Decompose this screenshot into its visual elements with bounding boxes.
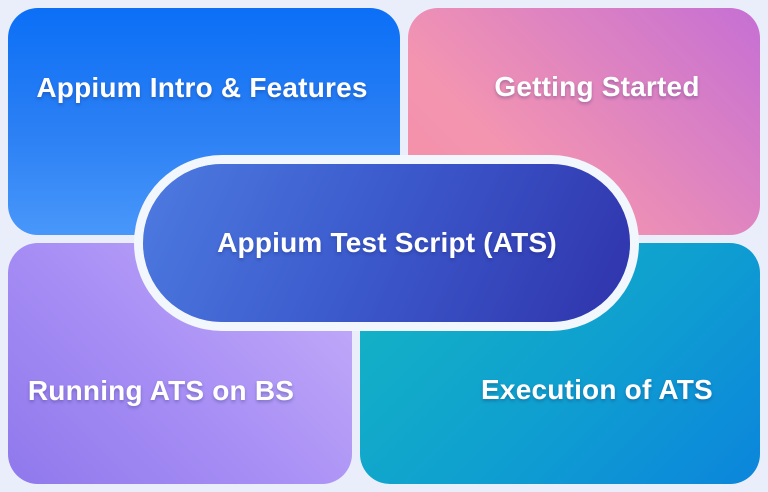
node-getting-started-label: Getting Started [494,71,700,102]
node-running-ats-on-bs-label: Running ATS on BS [27,375,295,406]
node-appium-test-script-label: Appium Test Script (ATS) [217,227,557,258]
node-execution-of-ats-label: Execution of ATS [481,374,713,405]
node-appium-test-script-center [143,164,630,322]
node-appium-intro-features-label: Appium Intro & Features [36,72,368,103]
